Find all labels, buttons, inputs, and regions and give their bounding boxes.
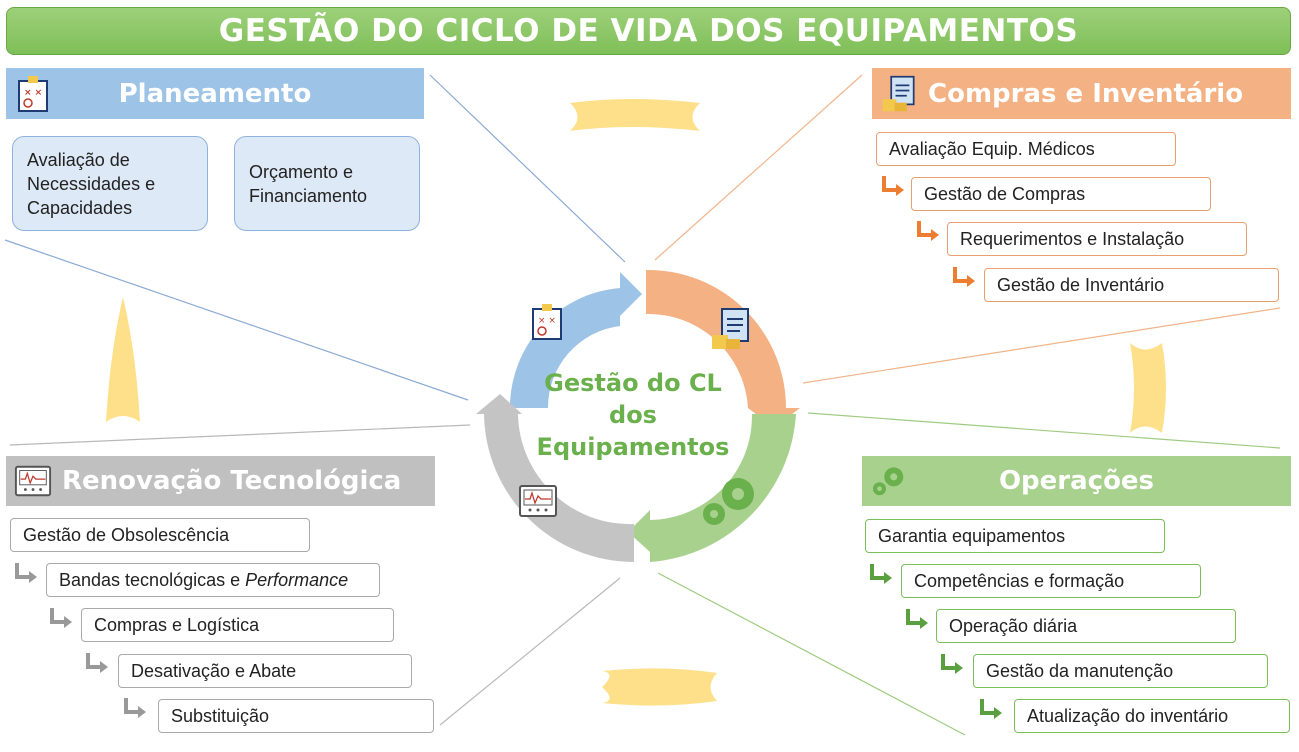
arrow-hook-icon [917,221,939,241]
renovacao-step-2-text: Bandas tecnológicas e [59,569,241,590]
lifecycle-cycle [476,269,800,562]
arrow-hook-icon [15,563,37,583]
gears-icon [703,478,754,525]
renovacao-step-3: Compras e Logística [81,608,394,642]
monitor-icon [519,485,557,517]
planeamento-title: Planeamento [118,78,312,109]
renovacao-title: Renovação Tecnológica [62,466,402,496]
renovacao-step-2: Bandas tecnológicas e Performance [46,563,380,597]
planeamento-box-necessidades: Avaliação de Necessidades e Capacidades [12,136,208,231]
clipboard-coins-icon [712,308,749,349]
operacoes-step-5: Atualização do inventário [1014,699,1290,733]
center-label: Gestão do CL dos Equipamentos [535,367,731,463]
compras-step-1: Avaliação Equip. Médicos [876,132,1176,166]
arrow-bottom-icon [602,668,717,706]
arrow-hook-icon [124,698,146,718]
planeamento-header: × × Planeamento [6,68,424,119]
cycle-segment-compras [646,269,800,428]
compras-step-2: Gestão de Compras [911,177,1211,211]
arrow-hook-icon [86,653,108,673]
operacoes-step-1: Garantia equipamentos [865,519,1165,553]
operacoes-title: Operações [998,466,1155,496]
renovacao-step-5: Substituição [158,699,434,733]
arrow-top-icon [570,99,700,131]
box-line: Orçamento e [249,161,354,182]
compras-title: Compras e Inventário [928,78,1244,109]
box-line: Avaliação de [27,149,130,170]
renovacao-header: Renovação Tecnológica [6,456,435,506]
svg-text:× ×: × × [24,88,42,98]
cycle-segment-planeamento [509,272,642,408]
arrow-right-icon [1130,343,1166,433]
strategy-board-icon: × × [532,304,562,340]
center-label-line3: Equipamentos [536,433,730,461]
renovacao-step-2-italic: Performance [245,569,349,590]
gears-icon [872,467,904,496]
arrow-hook-icon [870,564,892,584]
operacoes-step-2: Competências e formação [901,564,1201,598]
cycle-segment-renovacao [476,394,634,562]
operacoes-step-4: Gestão da manutenção [973,654,1268,688]
page-title: GESTÃO DO CICLO DE VIDA DOS EQUIPAMENTOS [6,7,1291,55]
center-label-line1: Gestão do CL [544,369,722,397]
planeamento-box-orcamento: Orçamento e Financiamento [234,136,420,231]
cycle-segment-operacoes [628,414,796,562]
box-line: Necessidades e [27,173,156,194]
arrow-hook-icon [980,699,1002,719]
arrow-left-icon [106,297,140,422]
arrow-hook-icon [50,608,72,628]
arrow-hook-icon [882,176,904,196]
clipboard-coins-icon [882,75,915,111]
arrow-hook-icon [953,267,975,287]
renovacao-step-1: Gestão de Obsolescência [10,518,310,552]
operacoes-step-3: Operação diária [936,609,1236,643]
monitor-icon [14,465,52,497]
arrow-hook-icon [906,609,928,629]
svg-text:× ×: × × [538,316,556,326]
arrow-hook-icon [941,654,963,674]
box-line: Capacidades [27,197,133,218]
box-line: Financiamento [249,185,368,206]
compras-step-4: Gestão de Inventário [984,268,1279,302]
center-label-line2: dos [609,401,657,429]
compras-step-3: Requerimentos e Instalação [947,222,1247,256]
compras-header: Compras e Inventário [872,68,1291,119]
renovacao-step-4: Desativação e Abate [118,654,412,688]
operacoes-header: Operações [862,456,1291,506]
strategy-board-icon: × × [18,75,48,112]
